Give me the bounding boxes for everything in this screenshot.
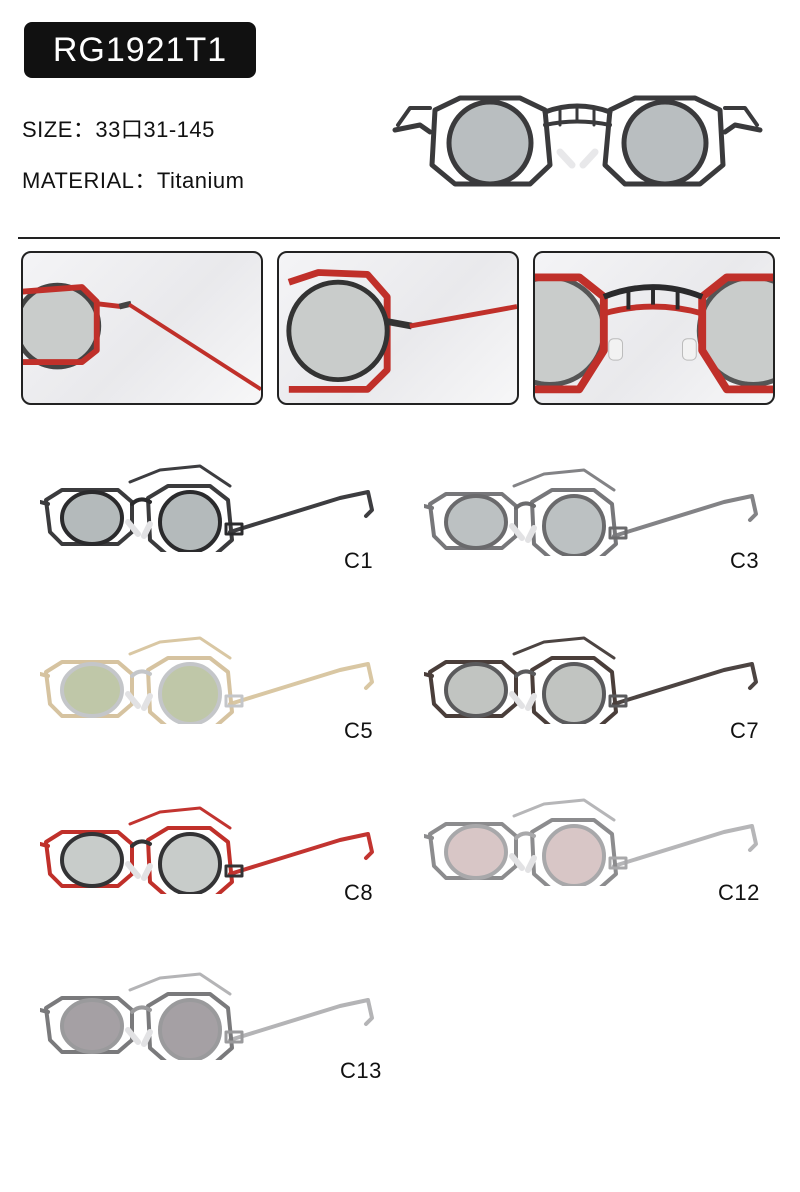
variant-c3-glasses-image xyxy=(424,468,758,556)
variant-code-label: C3 xyxy=(730,548,760,573)
variant-c7-glasses-image xyxy=(424,636,758,724)
section-divider xyxy=(18,237,780,239)
variant-c5[interactable]: C5 xyxy=(40,634,390,754)
detail-image-lens xyxy=(277,251,519,405)
variant-c12-glasses-image xyxy=(424,798,758,886)
size-label: SIZE： xyxy=(22,117,96,142)
size-spec: SIZE：33口31-145 xyxy=(22,112,215,144)
variant-c3[interactable]: C3 xyxy=(424,466,774,586)
hero-glasses-image xyxy=(390,80,765,200)
material-spec: MATERIAL：Titanium xyxy=(22,163,244,195)
detail-image-hinge xyxy=(21,251,263,405)
detail-image-bridge xyxy=(533,251,775,405)
variant-code-label: C8 xyxy=(344,880,374,905)
variant-c13[interactable]: C13 xyxy=(40,970,390,1090)
variant-c7[interactable]: C7 xyxy=(424,634,774,754)
material-label: MATERIAL： xyxy=(22,168,157,193)
variant-c8[interactable]: C8 xyxy=(40,804,390,924)
variant-c1-glasses-image xyxy=(40,464,374,552)
variant-c13-glasses-image xyxy=(40,972,374,1060)
model-number: RG1921T1 xyxy=(52,30,228,69)
variant-code-label: C13 xyxy=(340,1058,382,1083)
variant-c5-glasses-image xyxy=(40,636,374,724)
material-value: Titanium xyxy=(156,168,245,193)
variant-code-label: C1 xyxy=(344,548,374,573)
variant-c12[interactable]: C12 xyxy=(424,796,774,916)
size-value: 33口31-145 xyxy=(95,117,215,142)
model-badge: RG1921T1 xyxy=(24,22,256,78)
variant-c8-glasses-image xyxy=(40,806,374,894)
variant-code-label: C12 xyxy=(718,880,760,905)
variant-c1[interactable]: C1 xyxy=(40,462,390,582)
variant-code-label: C7 xyxy=(730,718,760,743)
variant-code-label: C5 xyxy=(344,718,374,743)
